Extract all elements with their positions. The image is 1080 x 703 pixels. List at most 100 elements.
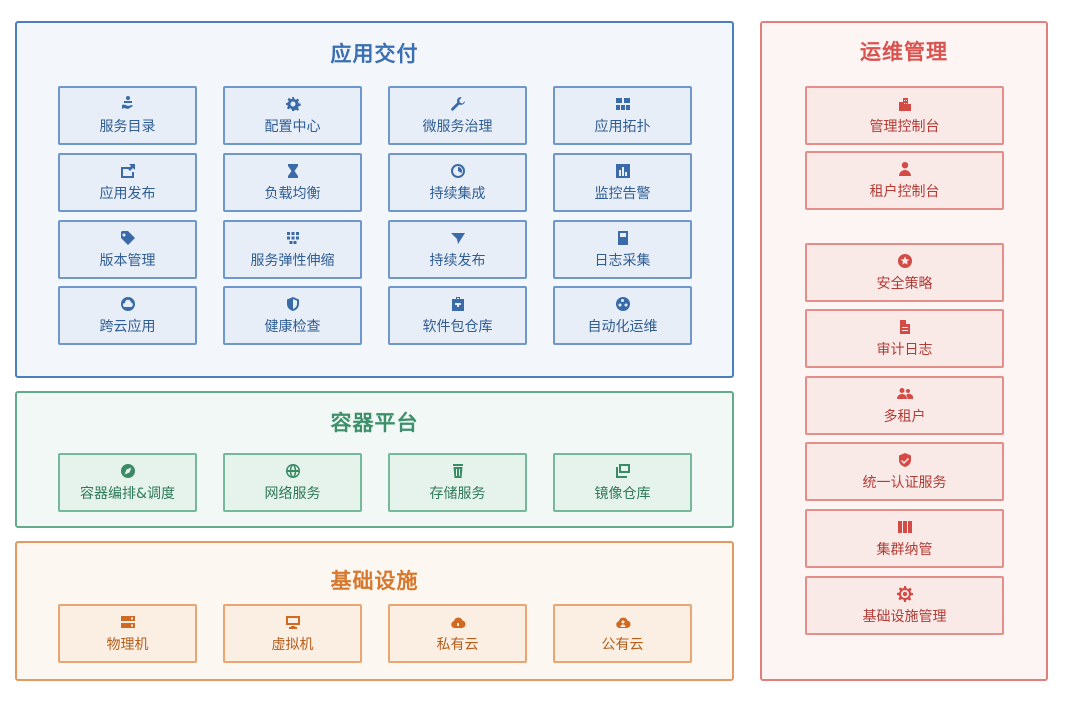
globe-icon [225, 462, 360, 480]
server-icon [60, 613, 195, 631]
app_delivery-item-label: 软件包仓库 [422, 319, 493, 335]
image-stack-icon [555, 462, 690, 480]
app_delivery-item-label: 跨云应用 [99, 319, 156, 335]
users-icon [807, 385, 1002, 403]
operations-item-label: 安全策略 [876, 276, 933, 292]
operations-item-label: 管理控制台 [869, 119, 940, 135]
columns-icon [807, 518, 1002, 536]
tag-icon [60, 229, 195, 247]
user-icon [807, 160, 1002, 178]
container_platform-item-label: 存储服务 [429, 486, 486, 502]
infrastructure-item: 虚拟机 [223, 604, 362, 663]
operations-item: 管理控制台 [805, 86, 1004, 145]
shield-icon [225, 295, 360, 313]
app_delivery-item: 微服务治理 [388, 86, 527, 145]
app_delivery-item: 应用发布 [58, 153, 197, 212]
container-platform-title: 容器平台 [330, 411, 419, 435]
app_delivery-item-label: 微服务治理 [422, 119, 493, 135]
app_delivery-item-label: 配置中心 [264, 119, 321, 135]
app_delivery-item-label: 健康检查 [264, 319, 321, 335]
app_delivery-item: 版本管理 [58, 220, 197, 279]
app_delivery-item: 自动化运维 [553, 286, 692, 345]
app_delivery-item-label: 监控告警 [594, 186, 651, 202]
app_delivery-item: 跨云应用 [58, 286, 197, 345]
infrastructure-item-label: 公有云 [601, 637, 644, 653]
app_delivery-item: 负载均衡 [223, 153, 362, 212]
app_delivery-item-label: 版本管理 [99, 253, 156, 269]
operations-item-label: 多租户 [883, 409, 926, 425]
app_delivery-item: 健康检查 [223, 286, 362, 345]
app_delivery-item-label: 负载均衡 [264, 186, 321, 202]
app_delivery-item-label: 持续集成 [429, 186, 486, 202]
cloud-user-icon [555, 613, 690, 631]
monitor-icon [225, 613, 360, 631]
app_delivery-item: 配置中心 [223, 86, 362, 145]
operations-item-label: 集群纳管 [876, 542, 933, 558]
infrastructure-item: 物理机 [58, 604, 197, 663]
operations-item: 基础设施管理 [805, 576, 1004, 635]
infrastructure-panel: 基础设施 物理机 虚拟机 私有云 公有云 [15, 541, 734, 681]
container_platform-item: 存储服务 [388, 453, 527, 512]
shield-check-icon [807, 451, 1002, 469]
app_delivery-item: 服务弹性伸缩 [223, 220, 362, 279]
publish-icon [60, 162, 195, 180]
operations-item: 集群纳管 [805, 509, 1004, 568]
cloud-icon [60, 295, 195, 313]
wrench-icon [390, 95, 525, 113]
bar-chart-icon [555, 162, 690, 180]
infrastructure-title: 基础设施 [330, 569, 419, 593]
operations-item-label: 统一认证服务 [862, 475, 947, 491]
cog-icon [807, 585, 1002, 603]
operations-item-label: 审计日志 [876, 342, 933, 358]
hourglass-icon [225, 162, 360, 180]
app-delivery-title: 应用交付 [330, 42, 419, 66]
app_delivery-item-label: 服务弹性伸缩 [250, 253, 335, 269]
app_delivery-item: 应用拓扑 [553, 86, 692, 145]
app_delivery-item-label: 应用拓扑 [594, 119, 651, 135]
container_platform-item-label: 网络服务 [264, 486, 321, 502]
operations-item: 租户控制台 [805, 151, 1004, 210]
gear-icon [225, 95, 360, 113]
app_delivery-item-label: 日志采集 [594, 253, 651, 269]
service-catalog-icon [60, 95, 195, 113]
app_delivery-item: 服务目录 [58, 86, 197, 145]
automation-icon [555, 295, 690, 313]
operations-item: 多租户 [805, 376, 1004, 435]
operations-item-label: 基础设施管理 [862, 609, 947, 625]
infrastructure-item-label: 物理机 [106, 637, 149, 653]
grid-icon [555, 95, 690, 113]
infrastructure-item-label: 虚拟机 [271, 637, 314, 653]
app_delivery-item-label: 服务目录 [99, 119, 156, 135]
app_delivery-item-label: 自动化运维 [587, 319, 658, 335]
trash-can-icon [390, 462, 525, 480]
app_delivery-item-label: 应用发布 [99, 186, 156, 202]
operations-item: 审计日志 [805, 309, 1004, 368]
app-delivery-panel: 应用交付 服务目录 配置中心 微服务治理 应用拓扑应用发布 负载均衡 持续集成 监控告警版本… [15, 21, 734, 378]
container_platform-item: 网络服务 [223, 453, 362, 512]
app_delivery-item: 日志采集 [553, 220, 692, 279]
app_delivery-item-label: 持续发布 [429, 253, 486, 269]
infrastructure-item: 公有云 [553, 604, 692, 663]
app_delivery-item: 持续集成 [388, 153, 527, 212]
operations-panel: 运维管理 管理控制台租户控制台安全策略审计日志多租户统一认证服务集群纳管基础设施… [760, 21, 1048, 681]
operations-item-label: 租户控制台 [869, 184, 940, 200]
container_platform-item-label: 镜像仓库 [594, 486, 651, 502]
infrastructure-item-label: 私有云 [436, 637, 479, 653]
app_delivery-item: 软件包仓库 [388, 286, 527, 345]
package-icon [390, 295, 525, 313]
infrastructure-item: 私有云 [388, 604, 527, 663]
ci-circle-icon [390, 162, 525, 180]
container-platform-panel: 容器平台 容器编排&调度 网络服务 存储服务 镜像仓库 [15, 391, 734, 528]
compass-icon [60, 462, 195, 480]
app_delivery-item: 监控告警 [553, 153, 692, 212]
container_platform-item-label: 容器编排&调度 [80, 486, 175, 502]
cloud-lock-icon [390, 613, 525, 631]
document-icon [807, 318, 1002, 336]
operations-item: 统一认证服务 [805, 442, 1004, 501]
book-icon [555, 229, 690, 247]
send-icon [390, 229, 525, 247]
operations-title: 运维管理 [860, 40, 948, 64]
container_platform-item: 容器编排&调度 [58, 453, 197, 512]
operations-item: 安全策略 [805, 243, 1004, 302]
app_delivery-item: 持续发布 [388, 220, 527, 279]
